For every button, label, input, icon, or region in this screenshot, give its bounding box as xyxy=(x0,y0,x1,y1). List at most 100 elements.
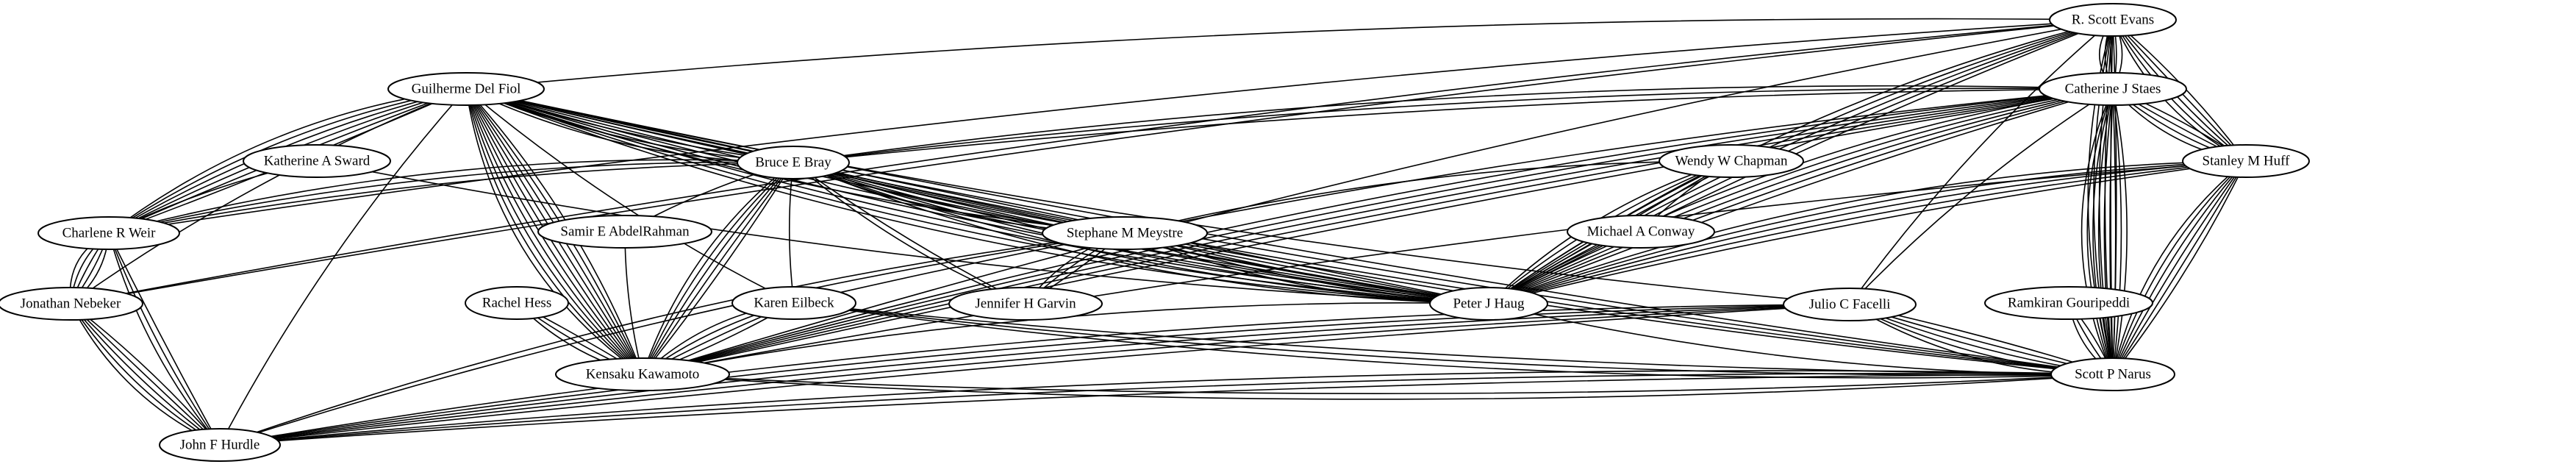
node-chapman: Wendy W Chapman xyxy=(1659,144,1804,178)
edge-narus-hurdle-1 xyxy=(219,374,2114,446)
node-hess: Rachel Hess xyxy=(465,286,569,320)
edge-staes-narus-6 xyxy=(2097,88,2114,375)
node-staes: Catherine J Staes xyxy=(2039,72,2187,106)
edge-evans-haug-1 xyxy=(1488,19,2114,304)
edge-delfiol-kawamoto-10 xyxy=(465,88,643,375)
node-label-gouripeddi: Ramkiran Gouripeddi xyxy=(2008,296,2130,311)
edge-bray-eilbeck xyxy=(788,162,795,304)
edge-staes-kawamoto-5 xyxy=(642,88,2114,375)
edge-bray-haug-3 xyxy=(793,162,1489,304)
edge-staes-kawamoto-4 xyxy=(642,88,2114,375)
node-abdelrahman: Samir E AbdelRahman xyxy=(537,215,712,249)
node-ellipse-staes xyxy=(2039,72,2187,106)
node-ellipse-facelli xyxy=(1783,288,1917,321)
edge-delfiol-haug-8 xyxy=(465,88,1489,304)
edge-staes-kawamoto-2 xyxy=(642,88,2114,375)
edge-facelli-hurdle-2 xyxy=(219,304,1850,446)
edge-staes-narus-5 xyxy=(2103,88,2114,375)
edge-delfiol-facelli xyxy=(465,88,1850,305)
edge-narus-hurdle-3 xyxy=(219,370,2114,446)
edge-huff-haug-4 xyxy=(1488,160,2247,304)
node-ellipse-weir xyxy=(37,216,180,250)
edge-staes-narus-1 xyxy=(2112,88,2128,375)
node-eilbeck: Karen Eilbeck xyxy=(731,286,856,320)
edge-huff-narus-2 xyxy=(2112,160,2247,375)
node-label-conway: Michael A Conway xyxy=(1587,224,1695,240)
node-huff: Stanley M Huff xyxy=(2182,144,2310,178)
node-ellipse-narus xyxy=(2050,357,2175,391)
node-label-delfiol: Guilherme Del Fiol xyxy=(412,82,521,97)
node-ellipse-huff xyxy=(2182,144,2310,178)
edge-delfiol-nebeker xyxy=(70,88,467,304)
edge-bray-garvin-1 xyxy=(793,162,1026,304)
edge-facelli-hurdle-5 xyxy=(219,304,1850,446)
node-ellipse-bray xyxy=(737,146,850,179)
edge-huff-haug-5 xyxy=(1488,160,2247,304)
node-ellipse-hess xyxy=(465,286,569,320)
edge-huff-narus-3 xyxy=(2112,160,2247,375)
edge-delfiol-haug-4 xyxy=(465,88,1489,304)
edge-evans-haug-2 xyxy=(1488,19,2114,304)
edge-staes-haug-3 xyxy=(1488,88,2114,304)
node-gouripeddi: Ramkiran Gouripeddi xyxy=(1984,286,2153,320)
edge-delfiol-kawamoto-8 xyxy=(465,88,643,375)
node-meystre: Stephane M Meystre xyxy=(1042,216,1208,250)
edge-staes-bray-2 xyxy=(793,88,2114,163)
edge-evans-weir xyxy=(108,19,2114,234)
edge-staes-narus-9 xyxy=(2081,88,2114,375)
node-label-haug: Peter J Haug xyxy=(1453,296,1525,312)
node-hurdle: John F Hurdle xyxy=(159,428,281,462)
edge-weir-hurdle-1 xyxy=(108,232,221,446)
edge-staes-bray-3 xyxy=(793,85,2114,163)
edge-delfiol-haug-3 xyxy=(465,88,1489,304)
edge-nebeker-hurdle-2 xyxy=(70,303,221,446)
edge-delfiol-kawamoto-6 xyxy=(465,88,643,375)
node-label-garvin: Jennifer H Garvin xyxy=(975,296,1076,312)
edge-delfiol-hurdle xyxy=(219,88,467,446)
edge-delfiol-eilbeck xyxy=(465,88,795,304)
edge-staes-eilbeck xyxy=(793,88,2114,304)
node-weir: Charlene R Weir xyxy=(37,216,180,250)
edge-evans-haug-4 xyxy=(1488,19,2114,304)
edge-bray-haug-5 xyxy=(793,162,1489,304)
edge-bray-weir-1 xyxy=(108,162,794,234)
node-sward: Katherine A Sward xyxy=(243,144,391,178)
edge-huff-haug-1 xyxy=(1488,160,2247,304)
edge-sward-haug xyxy=(316,160,1489,304)
node-nebeker: Jonathan Nebeker xyxy=(0,287,143,321)
edge-staes-kawamoto-1 xyxy=(642,88,2114,375)
edge-staes-haug-4 xyxy=(1488,88,2114,304)
edge-chapman-meystre xyxy=(1124,160,1732,234)
edge-eilbeck-narus-2 xyxy=(793,302,2114,376)
edge-evans-facelli xyxy=(1849,19,2114,305)
node-label-hurdle: John F Hurdle xyxy=(180,438,260,453)
node-label-hess: Rachel Hess xyxy=(482,296,551,311)
node-facelli: Julio C Facelli xyxy=(1783,288,1917,321)
edge-huff-narus-5 xyxy=(2112,160,2247,375)
node-ellipse-haug xyxy=(1429,287,1548,321)
node-ellipse-evans xyxy=(2049,3,2177,37)
edge-staes-bray-1 xyxy=(793,88,2114,163)
node-ellipse-nebeker xyxy=(0,287,143,321)
edge-delfiol-narus-2 xyxy=(465,88,2114,375)
node-label-bray: Bruce E Bray xyxy=(755,155,831,171)
edge-kawamoto-narus-1 xyxy=(642,374,2114,394)
edge-bray-weir-3 xyxy=(108,159,794,234)
node-haug: Peter J Haug xyxy=(1429,287,1548,321)
node-label-chapman: Wendy W Chapman xyxy=(1675,154,1788,169)
node-label-nebeker: Jonathan Nebeker xyxy=(21,296,121,312)
edge-staes-narus-8 xyxy=(2086,88,2114,375)
node-label-huff: Stanley M Huff xyxy=(2203,154,2291,169)
edge-meystre-hurdle-1 xyxy=(219,232,1126,446)
edge-huff-narus-6 xyxy=(2112,160,2247,375)
edge-staes-haug-2 xyxy=(1488,88,2114,304)
node-ellipse-hurdle xyxy=(159,428,281,462)
edge-bray-haug-4 xyxy=(793,162,1489,304)
edge-staes-narus-2 xyxy=(2112,88,2122,375)
edge-huff-kawamoto xyxy=(642,160,2247,375)
edge-staes-narus-3 xyxy=(2112,88,2117,375)
node-label-facelli: Julio C Facelli xyxy=(1809,297,1891,313)
node-delfiol: Guilherme Del Fiol xyxy=(387,72,545,106)
